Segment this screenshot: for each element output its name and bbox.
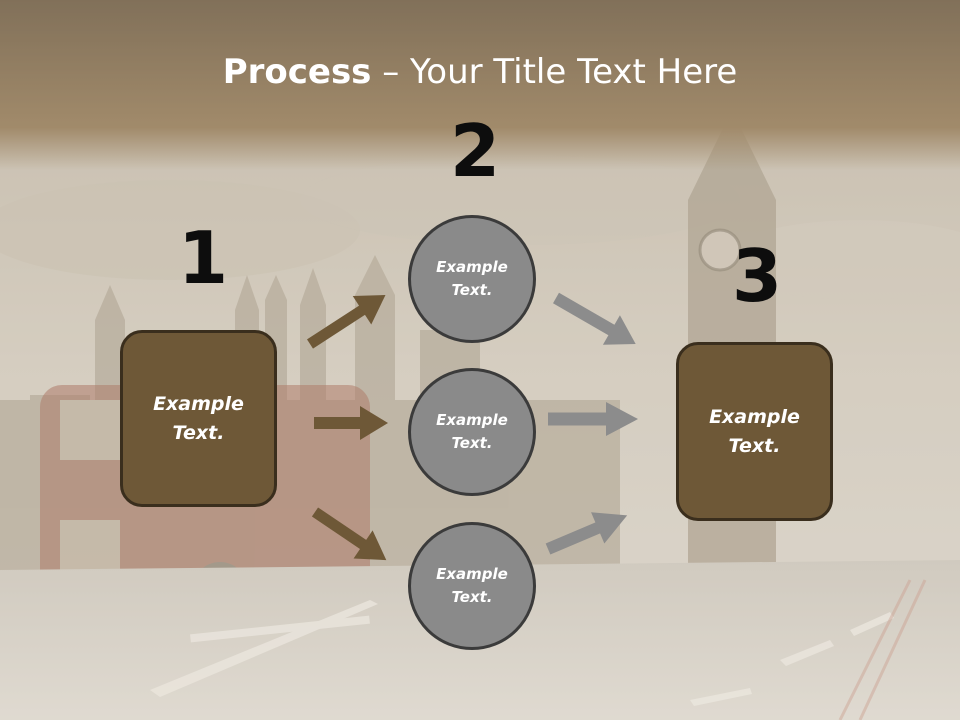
step-number-3: 3 (732, 234, 783, 318)
box-arrows (307, 294, 388, 561)
arrow-up-right-icon (307, 294, 386, 349)
step-1-box: Example Text. (120, 330, 277, 507)
circle-3: Example Text. (408, 522, 536, 650)
step-1-text: Example Text. (153, 392, 244, 444)
step-3-text: Example Text. (709, 405, 800, 457)
arrow-up-right-icon (545, 512, 628, 555)
circle-1: Example Text. (408, 215, 536, 343)
arrow-right-icon (548, 402, 638, 436)
circle-1-text: Example Text. (436, 258, 508, 299)
step-number-1: 1 (178, 216, 229, 300)
arrow-down-right-icon (311, 507, 387, 561)
circle-3-text: Example Text. (436, 565, 508, 606)
circle-arrows (545, 292, 638, 555)
title-rest: – Your Title Text Here (371, 52, 738, 92)
step-number-2: 2 (450, 109, 501, 193)
step-3-box: Example Text. (676, 342, 833, 521)
arrow-down-right-icon (553, 292, 636, 345)
title-bold: Process (222, 52, 372, 92)
circle-2: Example Text. (408, 368, 536, 496)
arrow-right-icon (314, 406, 388, 440)
circle-2-text: Example Text. (436, 411, 508, 452)
slide-title: Process – Your Title Text Here (0, 52, 960, 92)
